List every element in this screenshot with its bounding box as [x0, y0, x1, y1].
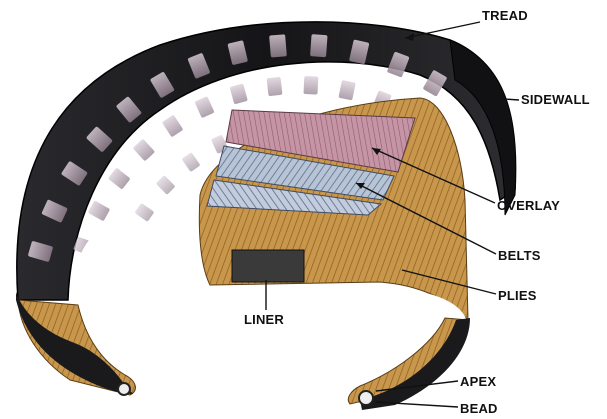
- label-liner: LINER: [244, 312, 284, 327]
- tread-block: [133, 139, 155, 162]
- tread-block: [156, 175, 176, 195]
- tread-block: [310, 34, 327, 57]
- tread-block: [269, 34, 287, 57]
- label-apex: APEX: [460, 374, 496, 389]
- tread-block: [267, 77, 283, 96]
- tread-block: [338, 80, 355, 100]
- tread-block: [134, 203, 154, 222]
- label-tread: TREAD: [482, 8, 528, 23]
- label-plies: PLIES: [498, 288, 537, 303]
- label-overlay: OVERLAY: [497, 198, 560, 213]
- tread-block: [230, 83, 248, 104]
- liner-block: [232, 250, 304, 282]
- tread-block: [88, 200, 111, 221]
- left-bead: [118, 383, 130, 395]
- tread-block: [303, 76, 318, 95]
- tread-block: [162, 115, 184, 138]
- label-bead: BEAD: [460, 401, 498, 416]
- tread-block: [194, 96, 214, 118]
- tread-block: [108, 168, 131, 190]
- leader-tread: [405, 22, 480, 38]
- label-belts: BELTS: [498, 248, 541, 263]
- right-bead: [359, 391, 373, 405]
- tread-block: [181, 152, 200, 172]
- label-sidewall: SIDEWALL: [521, 92, 590, 107]
